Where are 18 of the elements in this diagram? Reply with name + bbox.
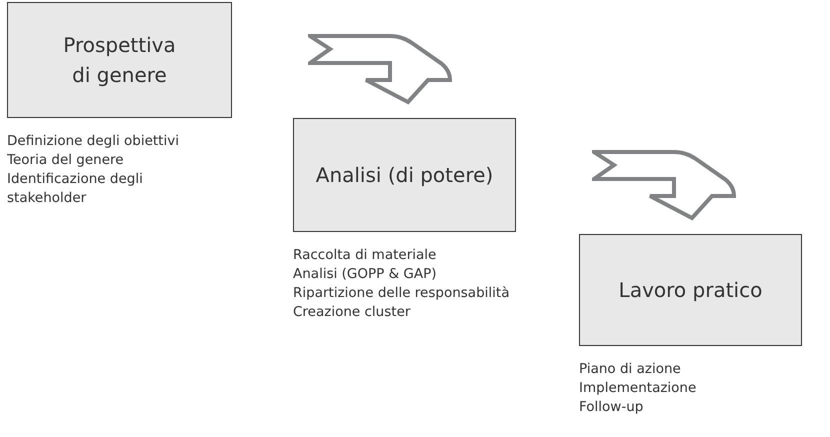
box-title: Analisi (di potere) — [316, 162, 494, 189]
step-item: Implementazione — [579, 379, 698, 398]
process-box — [579, 234, 802, 346]
step-item: Analisi (GOPP & GAP) — [293, 265, 438, 284]
step-item: Definizione degli obiettivi — [7, 132, 180, 151]
step-item: Identificazione degli stakeholder — [7, 170, 144, 208]
step-item: Follow-up — [579, 398, 644, 417]
step-item: Piano di azione — [579, 360, 682, 379]
step-item: Teoria del genere — [7, 151, 125, 170]
box-title: Lavoro pratico — [618, 277, 762, 304]
process-box — [7, 2, 232, 118]
step-item: Creazione cluster — [293, 303, 412, 322]
step-item: Ripartizione delle responsabilità — [293, 284, 510, 303]
step-item: Raccolta di materiale — [293, 246, 438, 265]
process-box — [293, 118, 516, 232]
block-arrow — [308, 34, 452, 104]
box-title: Prospettiva di genere — [62, 32, 177, 89]
block-arrow — [592, 150, 736, 220]
